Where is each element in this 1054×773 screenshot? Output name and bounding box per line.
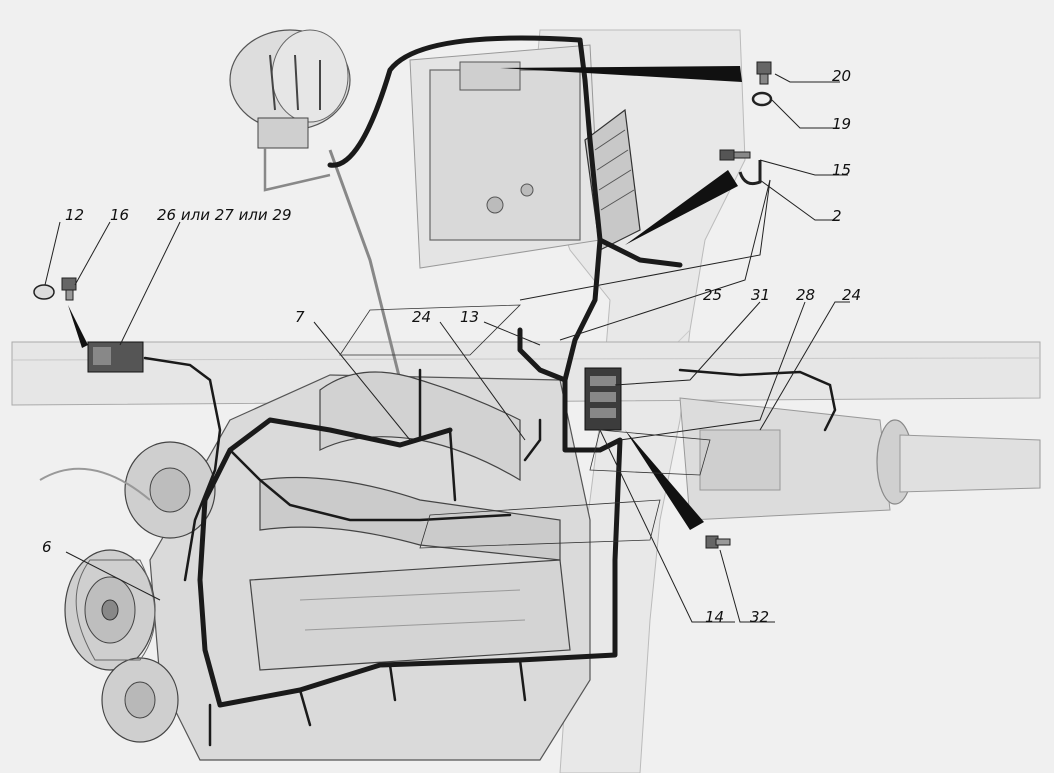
callout-32: 32 [750,608,769,626]
assembly-arrows [68,66,742,530]
main-harness [143,35,837,747]
callout-13: 13 [460,308,479,326]
callout-25: 25 [703,286,722,304]
battery-box [409,44,601,269]
leader-lines [44,73,850,623]
washer-19 [751,91,773,107]
bolt-32 [705,535,731,549]
callout-16: 16 [110,206,129,224]
clamp-2 [738,160,762,186]
callout-20: 20 [832,67,851,85]
relay-module [584,367,622,431]
bolt-20 [756,61,772,85]
connector-26-27-29 [87,341,144,373]
callout-6: 6 [42,538,52,556]
callout-26-27-29: 26 или 27 или 29 [157,206,292,224]
callout-28: 28 [796,286,815,304]
vacuum-canister [229,29,402,381]
callout-2: 2 [832,207,842,225]
callout-12: 12 [65,206,84,224]
callout-7: 7 [295,308,305,326]
callout-19: 19 [832,115,851,133]
bolt-15 [719,149,751,161]
callout-14: 14 [705,608,724,626]
exhaust-muffler [679,397,1041,521]
callout-24-right: 24 [842,286,861,304]
nut-12 [33,284,55,300]
callout-24-middle: 24 [412,308,431,326]
callout-15: 15 [832,161,851,179]
callout-labels: 20 19 15 2 25 31 28 24 12 16 26 или 27 и… [42,67,861,626]
pulleys [39,441,216,743]
callout-31: 31 [751,286,770,304]
